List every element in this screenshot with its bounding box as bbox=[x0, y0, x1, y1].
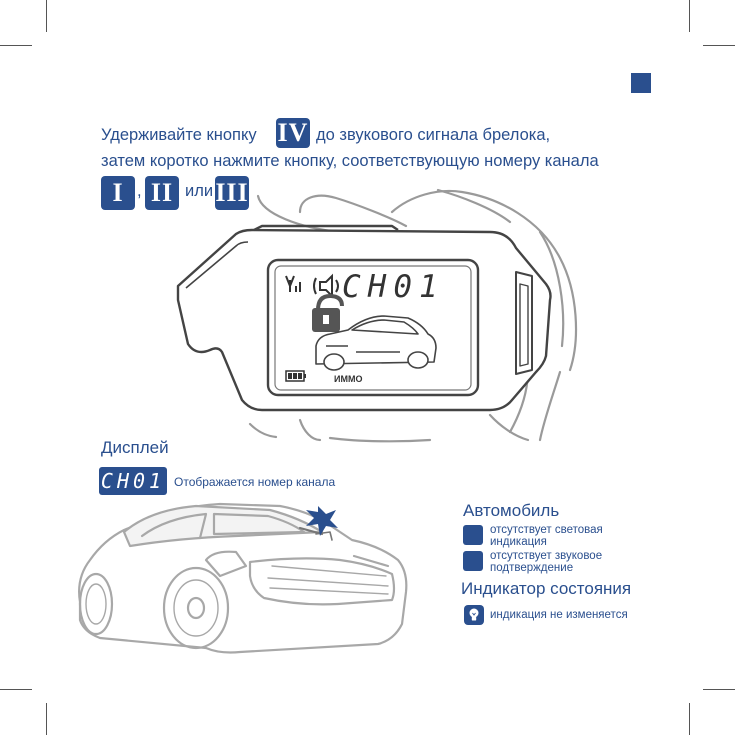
button-iv-badge: IV bbox=[276, 118, 310, 148]
or-text: или bbox=[185, 182, 214, 200]
crop-mark bbox=[703, 45, 735, 46]
page-marker-square bbox=[631, 73, 651, 93]
crop-mark bbox=[689, 703, 690, 735]
car-item-sound-line2: подтверждение bbox=[490, 562, 574, 574]
crop-mark bbox=[689, 0, 690, 32]
instruction-line-1-after: до звукового сигнала брелока, bbox=[316, 126, 551, 144]
display-description: Отображается номер канала bbox=[174, 475, 336, 489]
display-section-title: Дисплей bbox=[101, 438, 169, 457]
button-i-badge: I bbox=[101, 176, 135, 210]
status-item-text: индикация не изменяется bbox=[490, 609, 628, 621]
separator-comma: , bbox=[137, 182, 142, 200]
crop-mark bbox=[0, 689, 32, 690]
status-section-title: Индикатор состояния bbox=[461, 579, 632, 598]
button-ii-badge: II bbox=[145, 176, 179, 210]
button-iii-badge: III bbox=[215, 176, 249, 210]
car-item-light-line1: отсутствует световая bbox=[490, 524, 603, 536]
car-section-title: Автомобиль bbox=[463, 501, 560, 520]
keyfob-channel-readout: CH01 bbox=[342, 269, 445, 305]
car-item-sound-line1: отсутствует звуковое bbox=[490, 550, 603, 562]
signal-icon bbox=[285, 275, 301, 292]
crop-mark bbox=[0, 45, 32, 46]
car-item-light-line2: индикация bbox=[490, 536, 547, 548]
crop-mark bbox=[703, 689, 735, 690]
instruction-line-2: затем коротко нажмите кнопку, соответств… bbox=[101, 152, 599, 170]
lightbulb-glyph bbox=[469, 608, 479, 621]
padlock-icon bbox=[312, 293, 344, 332]
keyfob-car-icon bbox=[315, 315, 437, 371]
display-channel-chip: CH01 bbox=[99, 467, 167, 495]
crop-mark bbox=[46, 0, 47, 32]
light-indication-icon bbox=[463, 525, 483, 545]
crop-mark bbox=[46, 703, 47, 735]
keyfob-immo-label: ИММО bbox=[334, 374, 363, 384]
instruction-line-1-before: Удерживайте кнопку bbox=[101, 126, 257, 144]
alarm-flash-icon bbox=[306, 506, 338, 536]
sound-confirmation-icon bbox=[463, 551, 483, 571]
battery-icon bbox=[285, 370, 306, 382]
lightbulb-icon bbox=[464, 605, 484, 625]
